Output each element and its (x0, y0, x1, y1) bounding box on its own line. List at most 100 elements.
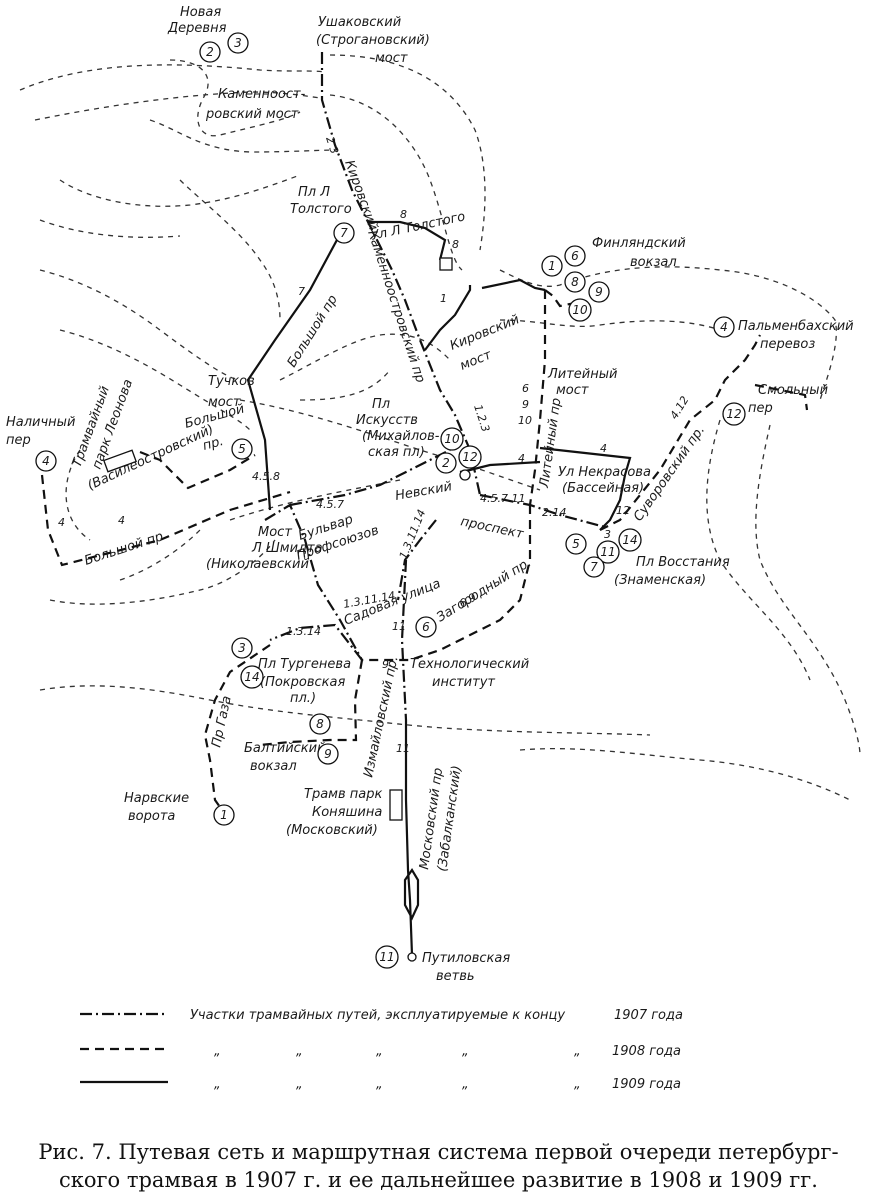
circle-route (565, 533, 587, 555)
route-label-4-vo: 4 (58, 516, 65, 529)
label-finlyandsky-2: вокзал (630, 255, 677, 270)
circle-route-label: 6 (422, 620, 430, 634)
circle-route-label: 4 (720, 320, 728, 334)
label-palmenbakhsky-1: Пальменбахский (738, 319, 854, 334)
circle-route-label: 7 (340, 226, 348, 240)
legend-year-1908: 1908 года (612, 1044, 681, 1059)
label-kirovsky-most-2: мост (458, 347, 494, 373)
label-konyashina-2: Коняшина (312, 805, 382, 820)
route-label-4-nekr: 4 (600, 442, 607, 455)
route-label-1-3-14: 1.3.14 (286, 625, 321, 638)
label-bolshoy-vo-upper-2: пр. (201, 434, 225, 454)
label-pl-tolstogo-2: Толстого (290, 202, 352, 217)
label-konyashina-3: (Московский) (286, 823, 378, 838)
route-label-11-a: 11 (392, 620, 406, 633)
legend-year-1909: 1909 года (612, 1077, 681, 1092)
route-label-6: 6 (522, 382, 529, 395)
circle-route (333, 222, 355, 244)
label-tuchkov-1: Тучков (208, 374, 255, 389)
lines-1908 (40, 289, 809, 811)
label-kirovsky-pr: Кировский (341, 158, 380, 232)
circle-route (309, 713, 331, 735)
route-label-10: 10 (518, 414, 532, 427)
circle-route (199, 41, 221, 63)
route-label-11-b: 11 (396, 742, 410, 755)
route-label-4-lit: 4 (518, 452, 525, 465)
label-narvskie-2: ворота (128, 809, 175, 824)
label-palmenbakhsky-2: перевоз (760, 337, 815, 352)
label-smolny-2: пер (748, 401, 773, 416)
label-baltiysky-1: Балтийский (244, 741, 326, 756)
circle-route-label: 3 (238, 641, 246, 655)
circle-route-label: 12 (726, 407, 741, 421)
route-label-4-5-7: 4.5.7 (316, 498, 344, 511)
label-smolny-1: Смольный (758, 383, 828, 398)
legend-ditto: „ (462, 1077, 469, 1092)
tram-network-map: Новая Деревня Ушаковский (Строгановский)… (6, 5, 861, 1092)
circle-route-label: 5 (572, 537, 580, 551)
route-label-9: 9 (522, 398, 529, 411)
label-pl-iskusstv-4: ская пл) (368, 445, 425, 460)
label-prospekt: проспект (459, 514, 525, 542)
circle-route-label: 3 (234, 36, 242, 50)
legend-ditto: „ (574, 1044, 581, 1059)
terminal-putilovskaya (407, 952, 417, 962)
circle-route (568, 298, 592, 322)
circle-route-label: 14 (622, 533, 637, 547)
label-liteyny-most-2: мост (556, 383, 589, 398)
circle-route-label: 7 (590, 560, 598, 574)
label-novaya-derevnya-1: Новая (180, 5, 221, 20)
label-pl-iskusstv-2: Искусств (356, 413, 418, 428)
legend: Участки трамвайных путей, эксплуатируемы… (80, 1008, 683, 1092)
label-ushakovsky-3: мост (375, 51, 408, 66)
circle-route-label: 5 (238, 442, 246, 456)
label-shmidta-2: Л Шмидта (251, 541, 323, 556)
legend-year-1907: 1907 года (614, 1008, 683, 1023)
label-kamennoostr-most-2: ровский мост (205, 107, 299, 122)
circle-route-label: 2 (206, 45, 214, 59)
legend-ditto: „ (376, 1077, 383, 1092)
depot-tolstogo (439, 257, 453, 271)
legend-ditto: „ (376, 1044, 383, 1059)
circle-route (240, 665, 264, 689)
label-ushakovsky-1: Ушаковский (318, 15, 401, 30)
circle-route (588, 281, 610, 303)
depot-leonova (103, 449, 137, 473)
figure-caption: Рис. 7. Путевая сеть и маршрутная систем… (0, 1138, 877, 1194)
label-liteyny-most-1: Литейный (547, 367, 617, 382)
route-label-2-3: 2 3 (323, 135, 341, 156)
route-label-4-vo-b: 4 (118, 514, 125, 527)
circle-route (722, 402, 746, 426)
route-label-8-side: 8 (452, 238, 459, 251)
circle-route-label: 11 (600, 545, 615, 559)
circle-route (435, 452, 457, 474)
label-nalichny-2: пер (6, 433, 31, 448)
label-tuchkov-2: мост (208, 395, 241, 410)
route-label-3: 3 (604, 528, 611, 541)
label-kamennoostrovsky-pr: Каменноостровский пр (364, 229, 427, 385)
lines-1909 (246, 220, 632, 956)
circle-route-label: 1 (548, 259, 556, 273)
depot-konyashina (389, 789, 403, 821)
circle-route (564, 245, 586, 267)
route-label-7: 7 (298, 285, 305, 298)
circle-route (231, 637, 253, 659)
circle-route-label: 10 (444, 432, 460, 446)
label-baltiysky-2: вокзал (250, 759, 297, 774)
circle-route (440, 427, 464, 451)
label-turgeneva-2: (Покровская (260, 675, 345, 690)
circle-route-label: 6 (571, 249, 579, 263)
circle-route (564, 271, 586, 293)
loop-pl-iskusstv (459, 469, 471, 481)
legend-ditto: „ (214, 1077, 221, 1092)
label-bolshoy-vo: Большой пр (83, 529, 166, 569)
label-zagorodny: Загородный пр. (434, 555, 534, 625)
circle-route (618, 528, 642, 552)
route-label-4-12: 4.12 (668, 394, 692, 422)
route-label-2-14: 2.14 (542, 506, 567, 519)
circle-route-label: 1 (220, 808, 228, 822)
circle-route-label: 8 (571, 275, 579, 289)
label-novaya-derevnya-2: Деревня (167, 21, 227, 36)
circle-route (375, 945, 399, 969)
route-label-1-3-11-14-a: 1.3.11.14 (397, 508, 429, 562)
